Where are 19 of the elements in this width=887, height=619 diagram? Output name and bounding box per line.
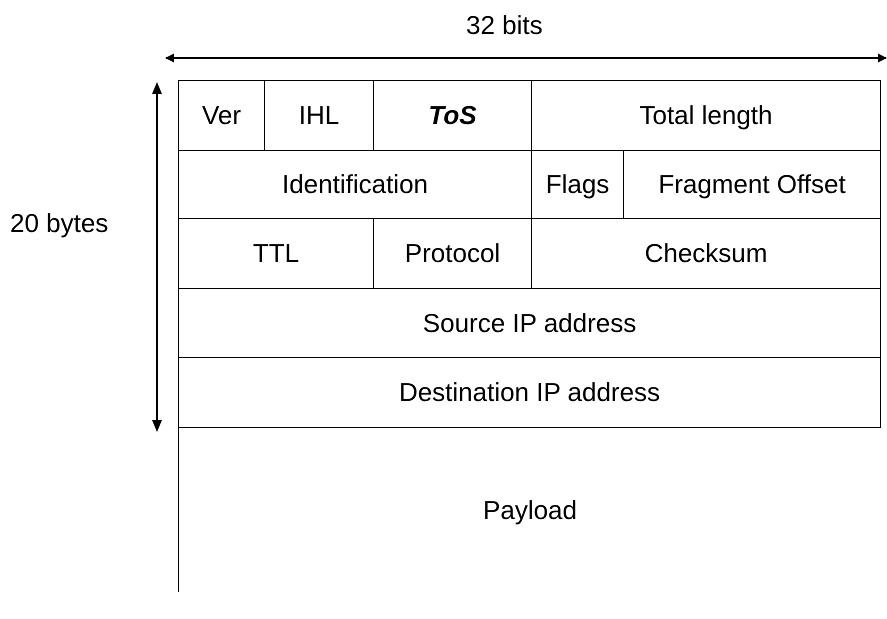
field-name: Ver	[202, 100, 242, 131]
field-cell	[178, 80, 265, 151]
field-cell	[178, 357, 881, 428]
field-name: Flags	[546, 169, 610, 200]
dimension-label: 20 bytes	[10, 208, 108, 239]
field-name: ToS	[428, 100, 477, 131]
field-name: IHL	[298, 100, 340, 131]
field-name: Destination IP address	[398, 377, 660, 408]
field-cell	[178, 288, 881, 358]
field-name: Fragment Offset	[658, 169, 846, 200]
field-name: Checksum	[644, 238, 768, 269]
field-name: TTL	[252, 238, 300, 269]
field-cell	[531, 80, 881, 151]
field-name: Source IP address	[422, 308, 636, 338]
field-name: Identification	[282, 169, 428, 200]
field-name: Protocol	[404, 238, 500, 269]
field-name: Payload	[483, 494, 577, 526]
field-name: Total length	[640, 100, 772, 131]
dimension-label: 32 bits	[466, 10, 543, 41]
